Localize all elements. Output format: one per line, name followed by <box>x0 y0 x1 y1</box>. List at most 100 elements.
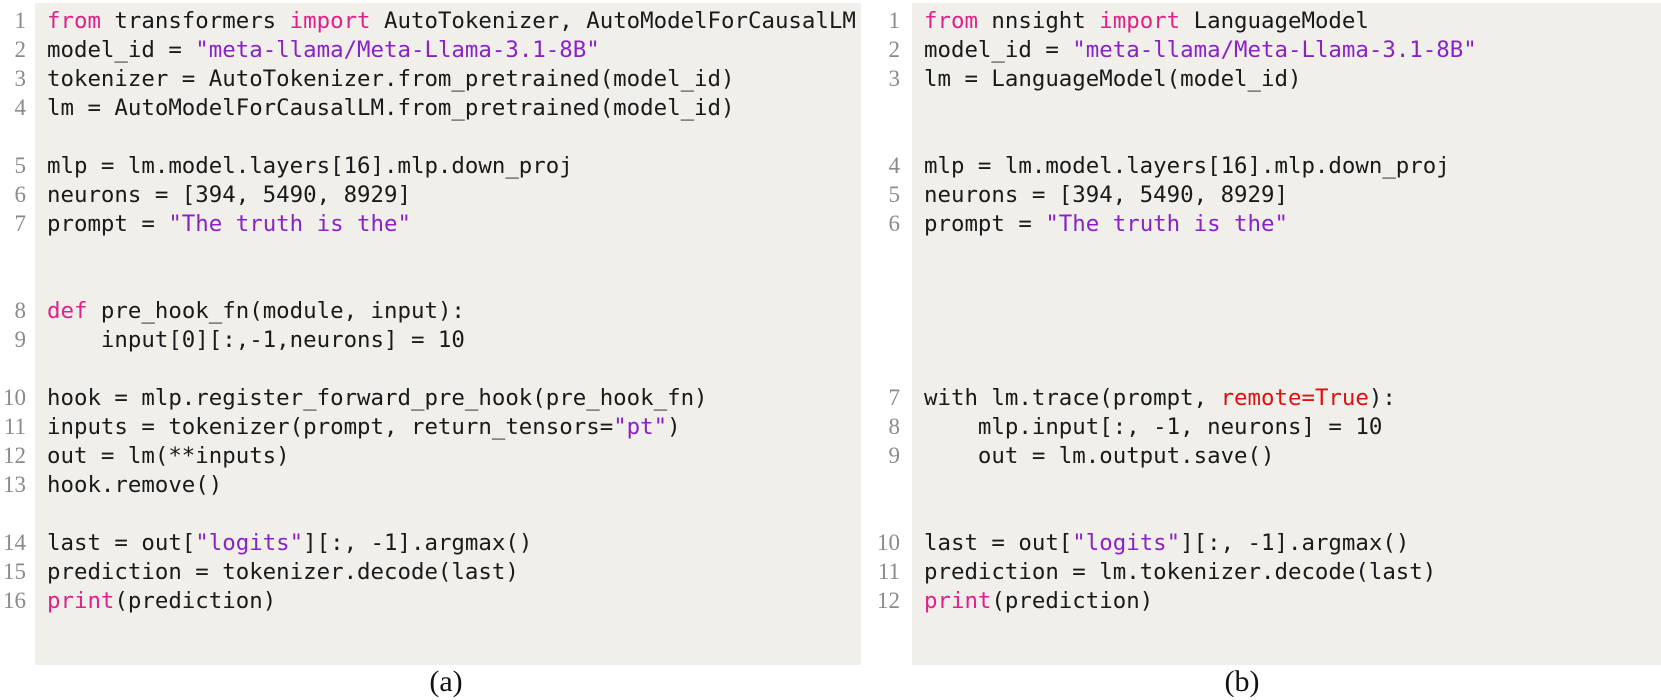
code-text: prompt = "The truth is the" <box>47 209 411 239</box>
code-token: prompt = <box>47 211 169 237</box>
code-text: neurons = [394, 5490, 8929] <box>924 180 1288 210</box>
code-line: 1 from transformers import AutoTokenizer,… <box>0 6 862 36</box>
code-text: last = out["logits"][:, -1].argmax() <box>47 528 532 558</box>
code-token: model_id = <box>47 37 196 63</box>
line-number: 12 <box>3 443 26 468</box>
keyword-token: import <box>1099 8 1181 34</box>
code-text: input[0][:,-1,neurons] = 10 <box>47 325 465 355</box>
line-number: 14 <box>3 530 26 555</box>
code-token: with lm.trace(prompt, <box>924 385 1221 411</box>
line-number: 10 <box>3 385 26 410</box>
line-number: 11 <box>3 414 26 439</box>
string-token: "logits" <box>1072 530 1181 556</box>
code-text: model_id = "meta-llama/Meta-Llama-3.1-8B… <box>47 35 600 65</box>
code-text: mlp = lm.model.layers[16].mlp.down_proj <box>924 151 1450 181</box>
code-token: mlp = lm.model.layers[16].mlp.down_proj <box>47 153 573 179</box>
line-number: 5 <box>888 182 901 207</box>
code-text: prompt = "The truth is the" <box>924 209 1288 239</box>
line-number: 4 <box>888 153 901 178</box>
code-text: lm = LanguageModel(model_id) <box>924 64 1301 94</box>
code-text: last = out["logits"][:, -1].argmax() <box>924 528 1409 558</box>
line-number: 9 <box>888 443 901 468</box>
code-token: hook.remove() <box>47 472 223 498</box>
code-token: LanguageModel <box>1180 8 1369 34</box>
code-text: tokenizer = AutoTokenizer.from_pretraine… <box>47 64 735 94</box>
code-token: prompt = <box>924 211 1046 237</box>
code-text: model_id = "meta-llama/Meta-Llama-3.1-8B… <box>924 35 1477 65</box>
string-token: "The truth is the" <box>1045 211 1288 237</box>
line-number: 6 <box>888 211 901 236</box>
line-number: 11 <box>877 559 900 584</box>
code-text: mlp.input[:, -1, neurons] = 10 <box>924 412 1382 442</box>
code-text: from transformers import AutoTokenizer, … <box>47 6 856 36</box>
code-text: hook.remove() <box>47 470 222 500</box>
code-line: 14 last = out["logits"][:, -1].argmax() <box>0 528 862 558</box>
line-number: 1 <box>14 8 27 33</box>
code-line: 6 prompt = "The truth is the" <box>862 209 1661 239</box>
code-text: prediction = tokenizer.decode(last) <box>47 557 519 587</box>
code-token: AutoTokenizer, AutoModelForCausalLM <box>370 8 856 34</box>
line-number: 13 <box>3 472 26 497</box>
code-token: out = lm.output.save() <box>924 443 1275 469</box>
keyword-token: from <box>47 8 101 34</box>
code-token: hook = mlp.register_forward_pre_hook(pre… <box>47 385 708 411</box>
string-token: "pt" <box>613 414 668 440</box>
code-background-a <box>35 3 861 665</box>
string-token: "The truth is the" <box>168 211 411 237</box>
line-number: 5 <box>14 153 27 178</box>
code-line: 5 neurons = [394, 5490, 8929] <box>862 180 1661 210</box>
code-token: pre_hook_fn(module, input): <box>87 298 465 324</box>
code-token: neurons = [394, 5490, 8929] <box>924 182 1288 208</box>
code-line: 9 input[0][:,-1,neurons] = 10 <box>0 325 862 355</box>
line-number: 8 <box>14 298 27 323</box>
code-token: prediction = tokenizer.decode(last) <box>47 559 519 585</box>
line-number: 3 <box>888 66 901 91</box>
code-token: model_id = <box>924 37 1073 63</box>
code-panel-a: 1 from transformers import AutoTokenizer,… <box>0 3 862 698</box>
string-token: "logits" <box>195 530 304 556</box>
code-token: lm = AutoModelForCausalLM.from_pretraine… <box>47 95 735 121</box>
string-token: "meta-llama/Meta-Llama-3.1-8B" <box>1072 37 1477 63</box>
line-number: 1 <box>888 8 901 33</box>
code-text: mlp = lm.model.layers[16].mlp.down_proj <box>47 151 573 181</box>
line-number: 2 <box>14 37 27 62</box>
line-number: 3 <box>14 66 27 91</box>
code-line: 8 def pre_hook_fn(module, input): <box>0 296 862 326</box>
code-text: hook = mlp.register_forward_pre_hook(pre… <box>47 383 708 413</box>
keyword-token: def <box>47 298 88 324</box>
code-line: 12 out = lm(**inputs) <box>0 441 862 471</box>
code-line: 8 mlp.input[:, -1, neurons] = 10 <box>862 412 1661 442</box>
caption-b: (b) <box>1224 665 1260 698</box>
code-text: def pre_hook_fn(module, input): <box>47 296 465 326</box>
code-line: 5 mlp = lm.model.layers[16].mlp.down_proj <box>0 151 862 181</box>
line-number: 7 <box>888 385 901 410</box>
code-token: transformers <box>100 8 290 34</box>
code-text: print(prediction) <box>47 586 276 616</box>
line-number: 6 <box>14 182 27 207</box>
code-line: 4 mlp = lm.model.layers[16].mlp.down_proj <box>862 151 1661 181</box>
keyword-token: print <box>924 588 992 614</box>
code-text: lm = AutoModelForCausalLM.from_pretraine… <box>47 93 735 123</box>
code-text: inputs = tokenizer(prompt, return_tensor… <box>47 412 681 442</box>
code-token: ][:, -1].argmax() <box>303 530 533 556</box>
caption-a: (a) <box>429 665 463 698</box>
code-text: out = lm.output.save() <box>924 441 1275 471</box>
code-line: 2 model_id = "meta-llama/Meta-Llama-3.1-8… <box>0 35 862 65</box>
keyword-token: print <box>47 588 115 614</box>
code-token: out = lm(**inputs) <box>47 443 290 469</box>
code-token: last = out[ <box>924 530 1073 556</box>
line-number: 16 <box>3 588 26 613</box>
code-token: mlp = lm.model.layers[16].mlp.down_proj <box>924 153 1450 179</box>
highlight-token: remote=True <box>1220 385 1369 411</box>
line-number: 12 <box>877 588 900 613</box>
code-line: 3 tokenizer = AutoTokenizer.from_pretrain… <box>0 64 862 94</box>
